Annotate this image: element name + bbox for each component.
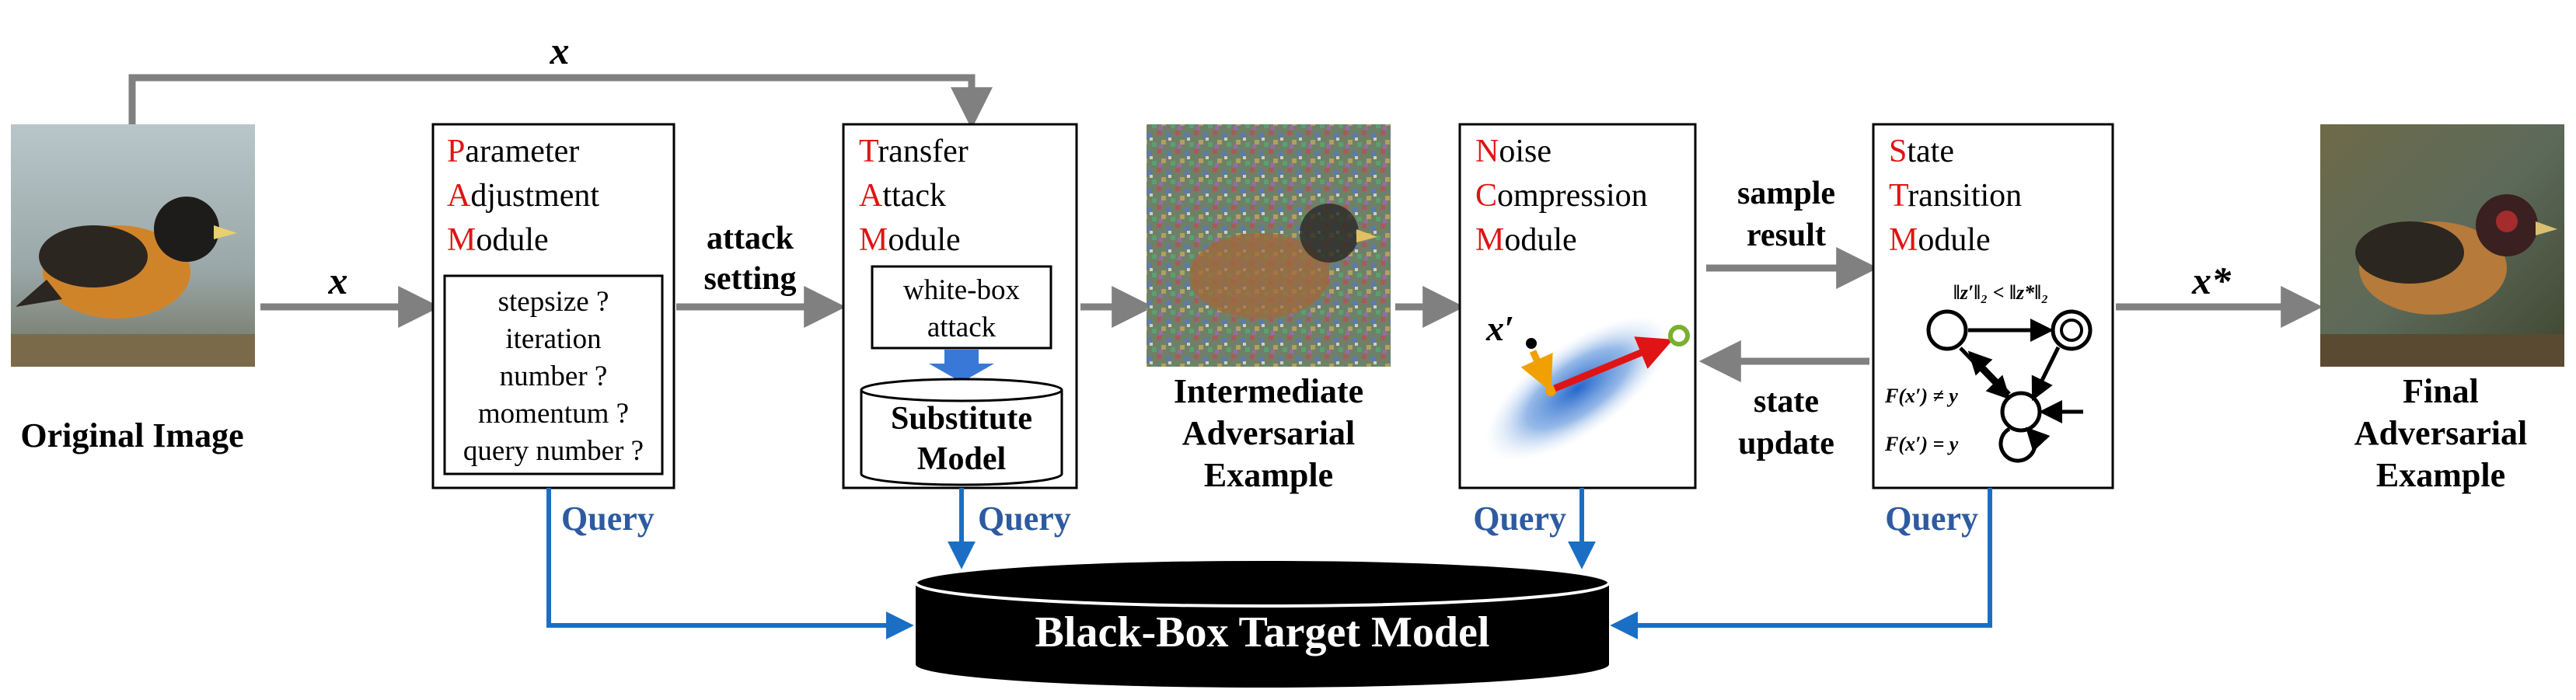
f-not-equal: F(x′) ≠ y	[1884, 385, 1958, 407]
stm-initial-2: T	[1889, 178, 1908, 214]
svg-text:State: State	[1889, 134, 1954, 169]
target-model-label: Black-Box Target Model	[1035, 608, 1490, 656]
ncm-initial-2: C	[1475, 178, 1497, 214]
target-point	[1668, 325, 1690, 347]
x-prime-point	[1526, 338, 1537, 349]
norm-condition: ‖z′‖₂ < ‖z*‖₂	[1953, 281, 2048, 304]
pam-stepsize: stepsize ?	[498, 286, 609, 318]
original-image-label: Original Image	[20, 416, 243, 454]
pam-initial-3: M	[447, 222, 476, 258]
attack-label: attack	[707, 221, 794, 256]
svg-text:Transition: Transition	[1889, 178, 2022, 214]
pam-iteration: iteration	[505, 323, 601, 355]
state-node-a	[1926, 309, 1968, 351]
f-equal: F(x′) = y	[1884, 433, 1959, 455]
x-bypass-arrow	[128, 74, 993, 130]
down-arrow-icon	[929, 350, 994, 382]
ncm-rest-3: odule	[1504, 222, 1576, 258]
stm-rest-1: tate	[1907, 134, 1954, 169]
pam-rest-3: odule	[476, 222, 548, 258]
substitute-model-cylinder: Substitute Model	[860, 378, 1063, 486]
noise-distribution-blob	[1485, 315, 1671, 461]
setting-label: setting	[704, 261, 797, 297]
svg-text:Attack: Attack	[859, 178, 946, 214]
tam-query-label: Query	[978, 500, 1071, 538]
x-star-label: x*	[2191, 259, 2232, 302]
final-line1: Final	[2403, 372, 2479, 410]
ncm-query-label: Query	[1473, 500, 1566, 538]
final-line2: Adversarial	[2354, 414, 2527, 452]
pam-momentum: momentum ?	[478, 398, 629, 430]
ncm-rest-1: oise	[1499, 134, 1552, 169]
x-left-label: x	[328, 259, 348, 302]
pam-number: number ?	[500, 360, 608, 392]
state-label: state	[1754, 384, 1819, 420]
stm-rest-3: odule	[1918, 222, 1990, 258]
ncm-initial-3: M	[1475, 222, 1504, 258]
final-adversarial-bird	[2320, 124, 2564, 367]
model-label: Model	[917, 441, 1006, 477]
state-transition-module: State Transition Module ‖z′‖₂ < ‖z*‖₂ F(…	[1872, 123, 2114, 489]
tam-rest-2: ttack	[882, 178, 946, 214]
tam-initial-3: M	[859, 222, 888, 258]
pam-initial-1: P	[447, 134, 465, 169]
intermediate-line2: Adversarial	[1182, 414, 1355, 452]
noisy-bird	[1147, 124, 1391, 367]
svg-text:Module: Module	[1475, 222, 1577, 258]
x-prime-label: x′	[1485, 308, 1514, 348]
svg-text:Parameter: Parameter	[447, 134, 579, 169]
sample-label: sample	[1737, 176, 1835, 211]
stm-rest-2: ransition	[1908, 178, 2022, 214]
tam-rest-1: ransfer	[878, 134, 969, 169]
final-line3: Example	[2376, 456, 2505, 494]
state-node-b-inner	[2060, 319, 2083, 342]
pam-query-number: query number ?	[463, 435, 644, 467]
update-label: update	[1738, 426, 1834, 461]
svg-text:Noise: Noise	[1475, 134, 1552, 169]
result-label: result	[1747, 218, 1826, 253]
stm-initial-1: S	[1889, 134, 1907, 169]
intermediate-line3: Example	[1204, 456, 1333, 494]
noise-compression-module: Noise Compression Module x′	[1458, 123, 1697, 489]
whitebox-line2: attack	[927, 312, 997, 343]
substitute-label: Substitute	[891, 401, 1032, 437]
ncm-rest-2: ompression	[1497, 178, 1648, 214]
state-node-c	[2000, 391, 2042, 433]
svg-text:Module: Module	[1889, 222, 1991, 258]
black-box-target-model: Black-Box Target Model	[914, 558, 1611, 688]
pam-query-label: Query	[561, 500, 654, 538]
svg-text:Module: Module	[859, 222, 961, 258]
compressed-point	[1545, 385, 1556, 396]
transfer-attack-module: Transfer Attack Module white-box attack …	[842, 123, 1078, 489]
x-top-label: x	[550, 29, 570, 72]
direction-arrow	[1553, 336, 1674, 392]
pam-initial-2: A	[447, 178, 471, 214]
compression-arrow	[1520, 350, 1553, 392]
svg-text:Adjustment: Adjustment	[447, 178, 599, 214]
tam-initial-2: A	[859, 178, 883, 214]
pam-rest-1: arameter	[465, 134, 579, 169]
stm-query-label: Query	[1885, 500, 1978, 538]
bird-photo	[11, 124, 255, 367]
intermediate-line1: Intermediate	[1174, 372, 1363, 410]
stm-initial-3: M	[1889, 222, 1918, 258]
pam-query-connector	[546, 488, 914, 639]
parameter-adjustment-module: Parameter Adjustment Module stepsize ? i…	[431, 123, 675, 489]
stm-query-connector	[1610, 488, 1992, 639]
svg-text:Compression: Compression	[1475, 178, 1648, 214]
tam-initial-1: T	[859, 134, 878, 169]
pam-rest-2: djustment	[470, 178, 599, 214]
svg-text:Module: Module	[447, 222, 549, 258]
svg-text:Transfer: Transfer	[859, 134, 969, 169]
tam-rest-3: odule	[888, 222, 960, 258]
ncm-initial-1: N	[1475, 134, 1499, 169]
whitebox-line1: white-box	[903, 274, 1021, 306]
